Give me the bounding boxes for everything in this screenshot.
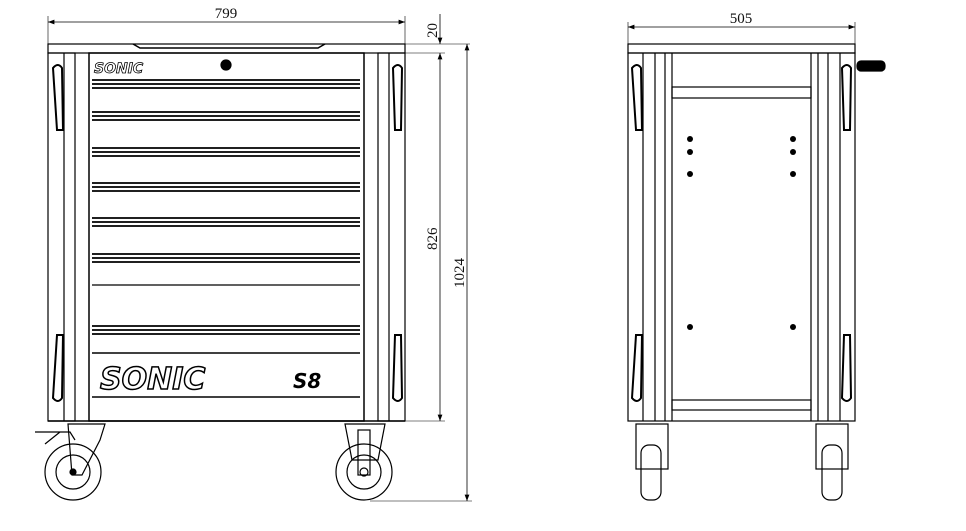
key-lock-icon [856,60,886,72]
brand-logo-top: SONIC [94,61,144,77]
total-height-dimension-label: 1024 [452,258,468,289]
side-view: 505 [627,11,886,501]
caster-wheel [335,423,393,501]
side-handle-icon [51,64,65,131]
mounting-holes [687,136,796,330]
top-thickness-dimension-label: 20 [425,23,441,38]
side-caster-right [815,423,849,501]
width-dimension-label: 799 [215,6,238,22]
side-caster-left [635,423,669,501]
swivel-caster-brake [35,423,106,501]
depth-dimension-label: 505 [730,11,753,27]
model-badge: S8 [293,369,321,393]
front-view: 799 20 826 1024 SONIC [35,6,472,502]
brand-logo-bottom: SONIC [100,362,205,397]
body-height-dimension-label: 826 [425,227,441,250]
lock-icon [220,59,232,71]
